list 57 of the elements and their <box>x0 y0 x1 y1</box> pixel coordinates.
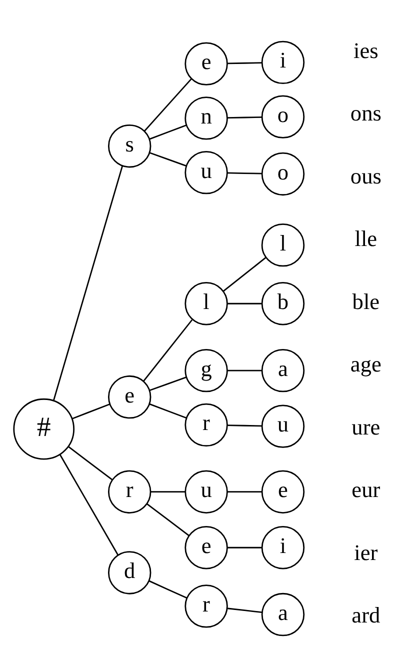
node-circle: b <box>261 282 305 326</box>
node-circle: g <box>184 348 228 392</box>
connector <box>142 319 193 382</box>
node-circle: e <box>108 375 152 419</box>
connector <box>72 403 110 420</box>
node-label: ure <box>352 414 380 440</box>
node-circle: e <box>184 42 228 86</box>
node-circle: s <box>108 124 152 168</box>
connector <box>149 376 186 392</box>
node-label: ous <box>350 163 382 188</box>
connector <box>227 424 262 427</box>
connector <box>149 152 186 166</box>
connector <box>68 446 113 480</box>
connector <box>227 546 262 548</box>
node-circle: u <box>261 404 305 448</box>
node-circle: e <box>261 470 305 514</box>
connector <box>149 124 187 140</box>
connector <box>146 503 190 536</box>
node-label: age <box>350 352 382 377</box>
node-circle: u <box>184 150 228 194</box>
node-circle: l <box>261 223 305 267</box>
node-circle: r <box>184 584 228 628</box>
node-circle: o <box>261 95 305 138</box>
node-circle: a <box>261 348 305 392</box>
connector <box>149 403 187 419</box>
connector <box>227 302 262 304</box>
node-circle: o <box>261 152 305 196</box>
node-circle: u <box>184 470 228 514</box>
node-label: ard <box>352 602 380 628</box>
node-circle: i <box>261 40 305 84</box>
connector <box>227 608 262 614</box>
node-label: ble <box>352 288 380 314</box>
node-label: lle <box>354 226 378 252</box>
node-label: ons <box>350 100 382 126</box>
connector <box>227 491 262 493</box>
connector <box>227 172 262 174</box>
node-circle: r <box>108 470 152 514</box>
connector <box>227 116 262 119</box>
connector <box>150 491 186 493</box>
node-circle: l <box>184 282 228 326</box>
connector <box>227 370 262 372</box>
node-label: ier <box>354 540 378 565</box>
connector <box>148 580 187 599</box>
connector <box>53 166 124 401</box>
node-circle: # <box>13 398 75 460</box>
node-label: eur <box>352 477 380 502</box>
node-circle: n <box>184 96 228 140</box>
node-circle: r <box>184 403 228 447</box>
node-circle: d <box>108 551 152 594</box>
connector <box>59 454 119 556</box>
node-circle: i <box>261 526 305 570</box>
connector <box>227 62 262 64</box>
connector <box>144 78 192 132</box>
connector <box>222 256 266 292</box>
node-circle: a <box>261 592 305 636</box>
node-label: ies <box>354 38 378 63</box>
node-circle: e <box>184 526 228 570</box>
